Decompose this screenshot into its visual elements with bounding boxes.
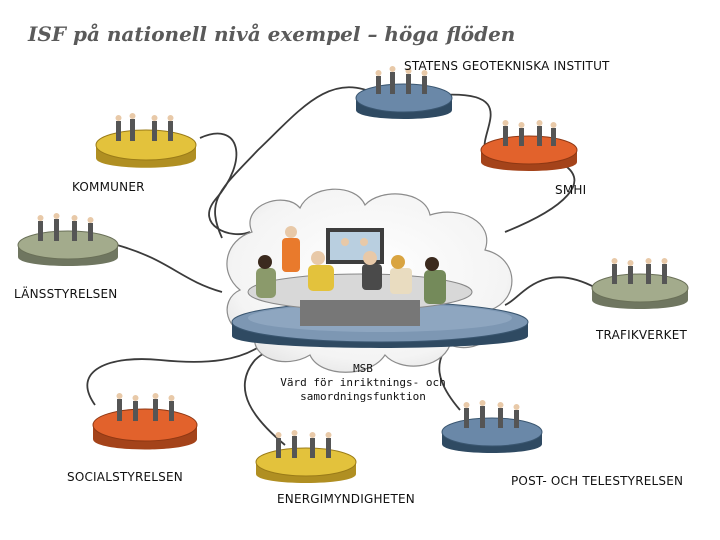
msb-description: MSB Värd för inriktnings- och samordning… bbox=[268, 362, 458, 404]
label-socialstyrelsen: SOCIALSTYRELSEN bbox=[67, 470, 183, 484]
label-smhi: SMHI bbox=[555, 183, 586, 197]
slide-title: ISF på nationell nivå exempel – höga flö… bbox=[28, 22, 515, 46]
node-platform-kommuner bbox=[96, 113, 196, 168]
msb-name: MSB bbox=[268, 362, 458, 376]
label-lansstyrelsen: LÄNSSTYRELSEN bbox=[14, 287, 117, 301]
node-platform-socialstyrelsen bbox=[93, 393, 197, 450]
node-platform-pts bbox=[442, 400, 542, 453]
label-trafikverket: TRAFIKVERKET bbox=[596, 328, 687, 342]
label-energimyndigheten: ENERGIMYNDIGHETEN bbox=[277, 492, 415, 506]
label-statens-geotekniska-institut: STATENS GEOTEKNISKA INSTITUT bbox=[404, 59, 610, 73]
node-platform-energimyndigheten bbox=[256, 430, 356, 483]
node-platform-sgi bbox=[356, 66, 452, 119]
node-platform-lansstyrelsen bbox=[18, 213, 118, 266]
label-kommuner: KOMMUNER bbox=[72, 180, 145, 194]
msb-role-line-1: Värd för inriktnings- och bbox=[268, 376, 458, 390]
msb-role-line-2: samordningsfunktion bbox=[268, 390, 458, 404]
node-platform-trafikverket bbox=[592, 258, 688, 309]
label-post-och-telestyrelsen: POST- OCH TELESTYRELSEN bbox=[511, 474, 683, 488]
node-platform-smhi bbox=[481, 120, 577, 171]
